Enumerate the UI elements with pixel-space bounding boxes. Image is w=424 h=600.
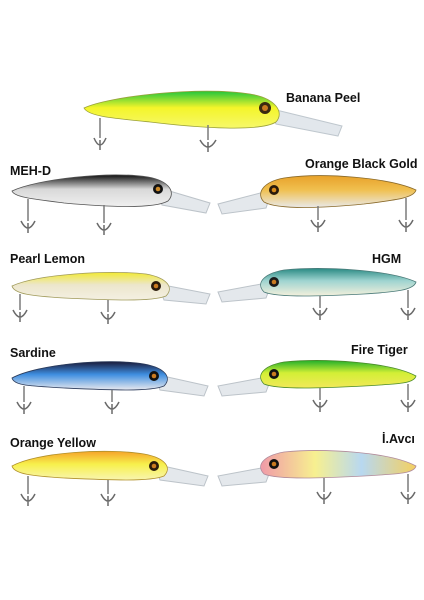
lure-fire-tiger [217, 360, 417, 412]
label-orange-black-gold: Orange Black Gold [305, 157, 418, 171]
label-orange-yellow: Orange Yellow [10, 436, 96, 450]
label-avci: İ.Avcı [382, 432, 415, 446]
lure-hgm [217, 268, 417, 320]
lure-banana-peel [83, 90, 343, 152]
label-banana-peel: Banana Peel [286, 91, 361, 105]
label-sardine: Sardine [10, 346, 56, 360]
lure-sardine [11, 361, 209, 414]
lure-meh-d [11, 174, 211, 235]
label-hgm: HGM [372, 252, 402, 266]
label-pearl-lemon: Pearl Lemon [10, 252, 86, 266]
lure-avci [217, 450, 417, 504]
lure-orange-yellow [11, 450, 209, 506]
lure-pearl-lemon [11, 272, 211, 324]
lure-orange-black-gold [217, 175, 417, 232]
label-fire-tiger: Fire Tiger [351, 343, 408, 357]
label-meh-d: MEH-D [10, 164, 51, 178]
